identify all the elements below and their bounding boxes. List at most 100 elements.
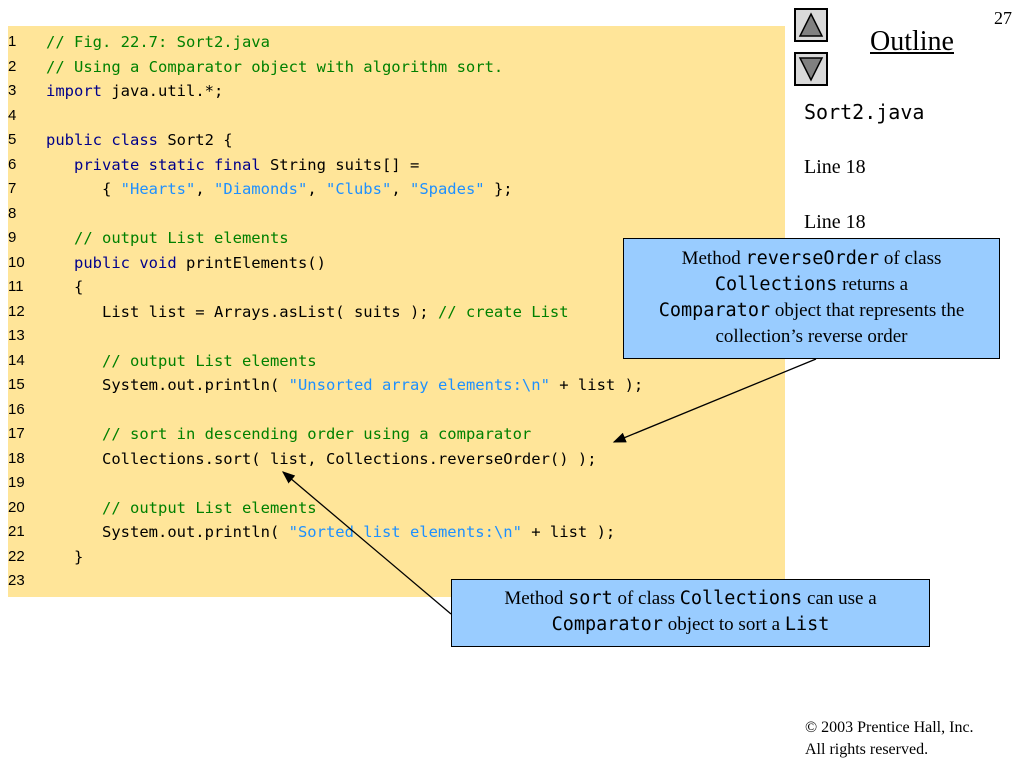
code-segment: "Clubs"	[325, 180, 392, 198]
callout-code: Comparator	[658, 300, 771, 321]
previous-slide-button[interactable]	[794, 8, 828, 42]
code-segment: // create List	[437, 302, 569, 321]
line-number: 5	[8, 131, 17, 148]
line-number: 20	[8, 498, 25, 516]
copyright-line: © 2003 Prentice Hall, Inc.	[805, 719, 974, 736]
code-segment: // Using a Comparator object with algori…	[46, 57, 504, 76]
code-segment: "Hearts"	[120, 180, 196, 198]
code-segment: private static final	[74, 155, 261, 174]
line-number: 16	[8, 400, 25, 418]
code-text: }	[46, 545, 83, 569]
code-segment: // Fig. 22.7: Sort2.java	[46, 33, 270, 51]
callout-text: returns a	[837, 274, 909, 295]
line-number: 18	[8, 449, 25, 467]
code-text: {	[46, 275, 83, 299]
code-segment: "Diamonds"	[213, 180, 308, 198]
callout-code: List	[784, 614, 830, 635]
line-number: 10	[8, 253, 25, 271]
line-number: 17	[8, 425, 25, 442]
line-number: 4	[8, 106, 17, 124]
arrow-to-sort	[282, 471, 452, 615]
callout-text: of class	[879, 248, 942, 269]
code-segment: // output List elements	[74, 229, 289, 247]
code-segment: ,	[195, 180, 214, 198]
line-number: 14	[8, 351, 25, 369]
line-number: 11	[8, 278, 24, 295]
outline-line-ref: Line 18	[804, 156, 866, 178]
code-segment: }	[46, 547, 84, 566]
code-text: // output List elements	[46, 349, 317, 373]
code-segment: List list = Arrays.asList( suits );	[46, 302, 438, 321]
code-segment: // output List elements	[102, 351, 317, 370]
code-segment: + list );	[521, 523, 616, 541]
code-segment: import	[46, 82, 102, 100]
callout-text: object that represents the collection’s …	[715, 300, 965, 347]
code-segment: java.util.*;	[102, 82, 224, 100]
code-segment: public void	[74, 253, 177, 272]
code-segment: // sort in descending order using a comp…	[102, 425, 532, 443]
code-segment: System.out.println(	[46, 523, 289, 541]
callout-code: sort	[568, 588, 613, 609]
copyright: © 2003 Prentice Hall, Inc. All rights re…	[805, 717, 974, 761]
arrow-to-reverse-order	[612, 358, 817, 443]
line-number: 7	[8, 180, 17, 197]
slide-number: 27	[994, 8, 1012, 28]
callout-text: can use a	[802, 588, 877, 609]
code-segment: ,	[307, 180, 326, 198]
callout-code: Collections	[714, 274, 838, 295]
code-segment: {	[46, 180, 121, 198]
callout-text: Method	[504, 588, 569, 609]
code-segment: // output List elements	[102, 498, 317, 517]
code-segment: "Unsorted array elements:\n"	[288, 376, 550, 394]
code-text: public class Sort2 {	[46, 128, 233, 152]
callout-text: Method	[681, 248, 746, 269]
code-segment: "Sorted list elements:\n"	[288, 523, 522, 541]
code-text: public void printElements()	[46, 251, 326, 275]
line-number: 2	[8, 57, 17, 75]
line-number: 19	[8, 474, 25, 491]
code-text: List list = Arrays.asList( suits ); // c…	[46, 300, 569, 324]
line-number: 15	[8, 376, 25, 393]
code-text: Collections.sort( list, Collections.reve…	[46, 447, 597, 471]
callout-text: of class	[612, 588, 680, 609]
line-number: 6	[8, 155, 17, 173]
copyright-line: All rights reserved.	[805, 741, 929, 758]
code-text: private static final String suits[] =	[46, 153, 419, 177]
code-segment: };	[484, 180, 513, 198]
line-number: 21	[8, 523, 25, 540]
code-segment: ,	[391, 180, 410, 198]
outline-link[interactable]: Outline	[870, 26, 954, 57]
code-text: // Using a Comparator object with algori…	[46, 55, 503, 79]
code-segment: String suits[] =	[260, 155, 420, 174]
next-slide-button[interactable]	[794, 52, 828, 86]
code-segment: {	[46, 278, 84, 296]
code-text: import java.util.*;	[46, 79, 223, 103]
line-number: 13	[8, 327, 25, 344]
callout-code: Collections	[679, 588, 803, 609]
code-text: // output List elements	[46, 496, 317, 520]
outline-file-name: Sort2.java	[804, 100, 925, 124]
code-text: // Fig. 22.7: Sort2.java	[46, 30, 270, 54]
callout-code: Comparator	[551, 614, 663, 635]
line-number: 8	[8, 204, 17, 222]
code-text: // sort in descending order using a comp…	[46, 422, 531, 446]
callout-code: reverseOrder	[745, 248, 880, 269]
code-text: // output List elements	[46, 226, 289, 250]
code-text: System.out.println( "Sorted list element…	[46, 520, 615, 544]
line-number: 1	[8, 33, 17, 50]
triangle-up-icon	[798, 12, 824, 37]
code-segment: public class	[46, 131, 158, 149]
line-number: 23	[8, 572, 25, 589]
triangle-down-icon	[798, 57, 824, 82]
code-segment: System.out.println(	[46, 376, 289, 394]
code-segment: + list );	[549, 376, 644, 394]
line-number: 3	[8, 82, 17, 99]
code-segment: Sort2 {	[157, 131, 233, 149]
outline-line-ref: Line 18	[804, 211, 866, 233]
callout-text: object to sort a	[662, 614, 785, 635]
sort-callout: Method sort of class Collections can use…	[451, 579, 930, 647]
reverse-order-callout: Method reverseOrder of class Collections…	[623, 238, 1000, 359]
code-text: { "Hearts", "Diamonds", "Clubs", "Spades…	[46, 177, 513, 201]
line-number: 9	[8, 229, 17, 246]
code-text: System.out.println( "Unsorted array elem…	[46, 373, 643, 397]
